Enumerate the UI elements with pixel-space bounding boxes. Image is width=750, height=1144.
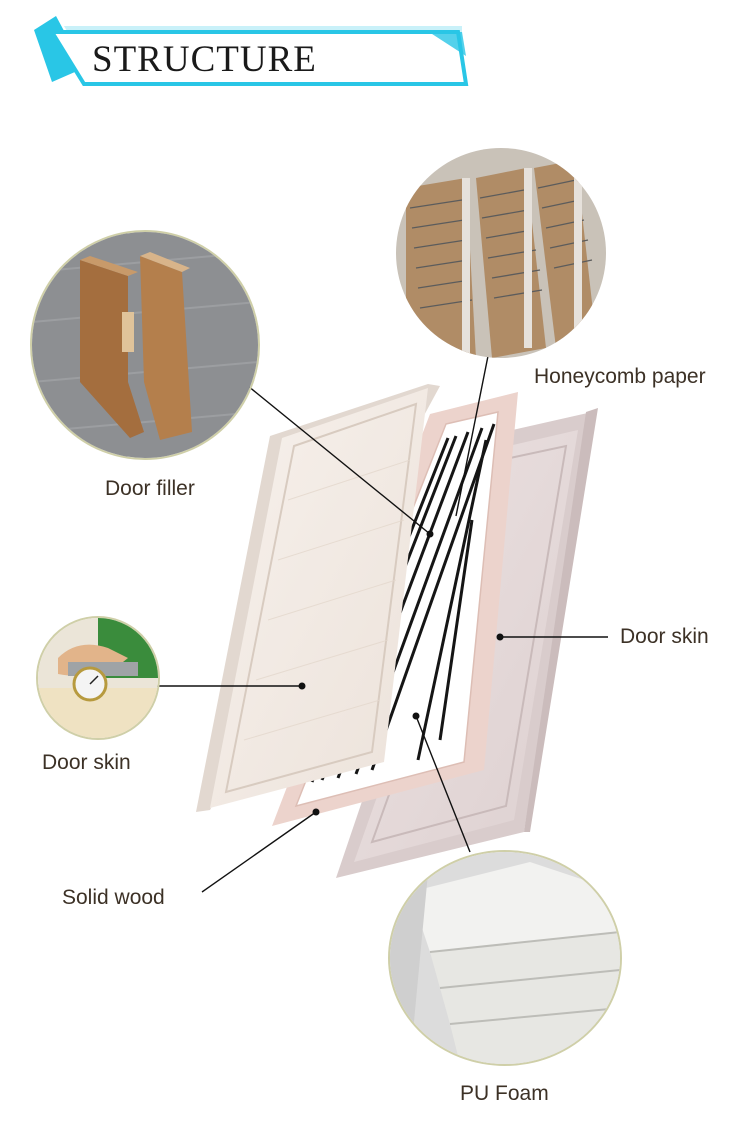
label-pu-foam: PU Foam xyxy=(460,1082,549,1105)
leader-lines xyxy=(156,355,608,893)
page-title: STRUCTURE xyxy=(92,39,317,80)
label-door-filler: Door filler xyxy=(105,477,195,500)
label-honeycomb-paper: Honeycomb paper xyxy=(534,365,706,388)
honeycomb-photo xyxy=(396,148,606,358)
front-door-skin xyxy=(196,384,440,812)
pu-foam-photo xyxy=(388,850,622,1066)
label-door-skin-right: Door skin xyxy=(620,625,709,648)
door-skin-photo xyxy=(36,616,160,740)
label-solid-wood: Solid wood xyxy=(62,886,165,909)
banner-shape xyxy=(34,16,469,86)
title-banner: STRUCTURE xyxy=(34,16,470,92)
door-filler-photo xyxy=(30,230,260,460)
label-door-skin-left: Door skin xyxy=(42,751,131,774)
